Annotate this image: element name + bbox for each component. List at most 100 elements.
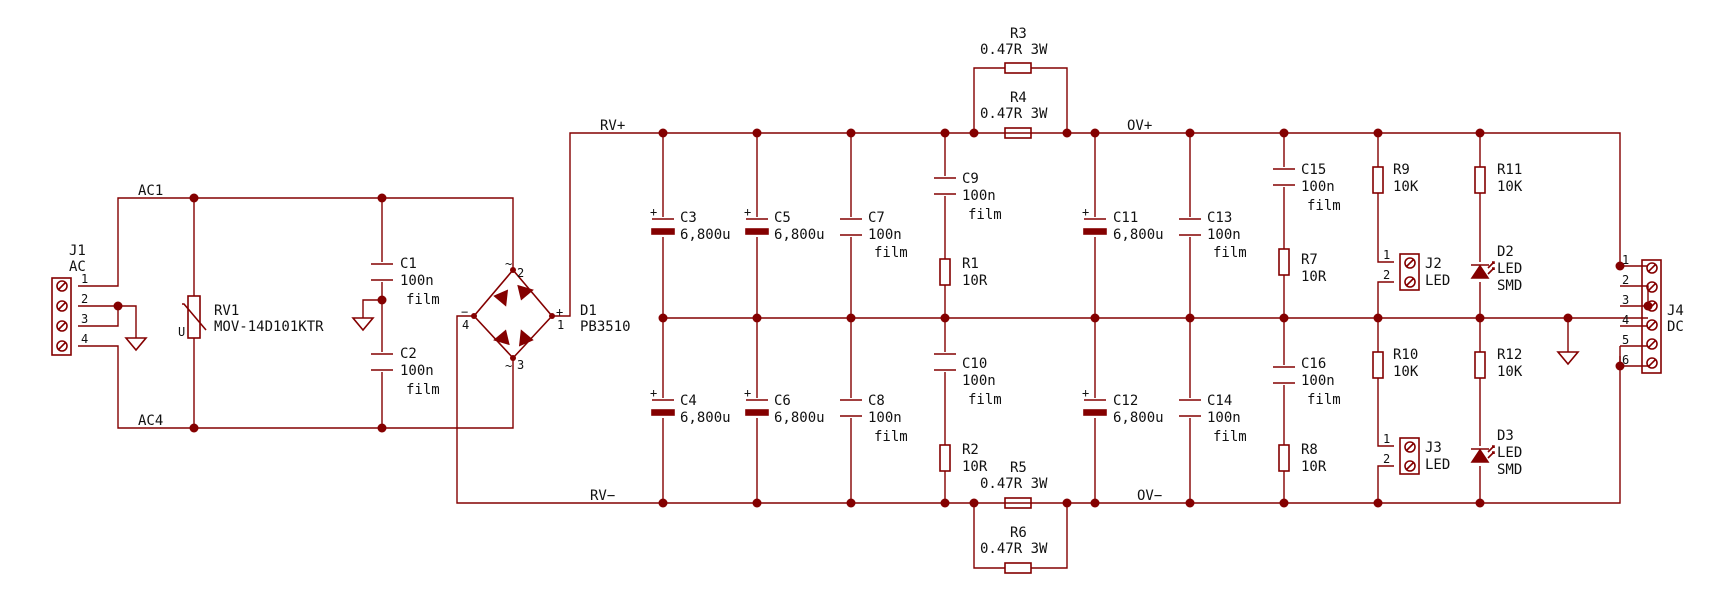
r5-ref: R5: [1010, 460, 1027, 476]
rv1-u-label: U: [178, 325, 185, 339]
wires: [78, 67, 1649, 569]
r1-ref: R1: [962, 256, 979, 272]
c15-value: 100n: [1301, 179, 1335, 195]
wire-r6-loop: [973, 503, 1068, 569]
screw-terminal-icon: [1646, 262, 1658, 369]
led-d3: D3 LED SMD: [1470, 428, 1522, 478]
capacitor-c2: C2 100n film: [371, 346, 440, 398]
capacitor-c8: C8 100n film: [840, 393, 908, 445]
c12-ref: C12: [1113, 393, 1138, 409]
connector-j2: 1 2 J2 LED: [1383, 248, 1450, 291]
capacitor-c12: + C12 6,800u: [1082, 386, 1164, 426]
r10-ref: R10: [1393, 347, 1418, 363]
c11-value: 6,800u: [1113, 227, 1164, 243]
c8-note: film: [874, 429, 908, 445]
d1-pin-minus: −: [461, 305, 468, 319]
j1-ref: J1: [69, 243, 86, 259]
wire-rv-plus-out: [552, 132, 1621, 317]
c4-value: 6,800u: [680, 410, 731, 426]
wire-r3-loop: [973, 67, 1068, 133]
j4-pin-3: 3: [1622, 293, 1629, 307]
c9-ref: C9: [962, 171, 979, 187]
c16-value: 100n: [1301, 373, 1335, 389]
ground-icon: [124, 337, 148, 352]
d1-pin-1: 1: [557, 318, 564, 332]
j4-pin-4: 4: [1622, 313, 1629, 327]
c16-ref: C16: [1301, 356, 1326, 372]
d1-ref: D1: [580, 303, 597, 319]
d1-pin-tilde-bottom: ~: [505, 359, 512, 373]
r8-value: 10R: [1301, 459, 1327, 475]
r9-ref: R9: [1393, 162, 1410, 178]
j1-pin-1: 1: [81, 272, 88, 286]
d2-ref: D2: [1497, 244, 1514, 260]
polarity-plus-icon: +: [650, 386, 657, 400]
bridge-rectifier-d1: D1 PB3510 1 2 3 4 + ~ ~ −: [461, 257, 631, 373]
j4-pin-1: 1: [1622, 253, 1629, 267]
c9-note: film: [968, 207, 1002, 223]
screw-terminal-icon: [56, 280, 68, 352]
wire-j2-pin2: [1377, 281, 1394, 318]
j1-pin-2: 2: [81, 292, 88, 306]
net-label-rv-minus: RV−: [590, 488, 615, 504]
capacitor-c15: C15 100n film: [1273, 162, 1341, 214]
wire-r10-branch: [1377, 318, 1394, 447]
c16-note: film: [1307, 392, 1341, 408]
led-d2: D2 LED SMD: [1470, 244, 1522, 294]
j3-value: LED: [1425, 457, 1450, 473]
j4-pin-2: 2: [1622, 273, 1629, 287]
wire-r9-branch: [1377, 133, 1394, 263]
ground-icon: [1556, 351, 1580, 366]
r3-value: 0.47R 3W: [980, 42, 1048, 58]
r9-value: 10K: [1393, 179, 1419, 195]
resistor-r2: R2 10R: [939, 442, 988, 475]
c5-ref: C5: [774, 210, 791, 226]
r11-ref: R11: [1497, 162, 1522, 178]
r2-ref: R2: [962, 442, 979, 458]
led-icon: [1470, 264, 1490, 279]
net-label-ov-minus: OV−: [1137, 488, 1162, 504]
screw-terminal-icon: [1404, 257, 1416, 288]
c3-ref: C3: [680, 210, 697, 226]
c8-value: 100n: [868, 410, 902, 426]
d1-pin-2: 2: [517, 266, 524, 280]
r2-value: 10R: [962, 459, 988, 475]
r6-ref: R6: [1010, 525, 1027, 541]
connector-j4: 1 2 3 4 5 6 J4 DC: [1622, 253, 1684, 374]
polarity-plus-icon: +: [1082, 205, 1089, 219]
polarity-plus-icon: +: [650, 205, 657, 219]
c4-ref: C4: [680, 393, 697, 409]
c14-ref: C14: [1207, 393, 1232, 409]
wire-rv-minus-out: [456, 315, 1621, 504]
wire-c-mid-ground: [362, 299, 382, 318]
c12-value: 6,800u: [1113, 410, 1164, 426]
r4-ref: R4: [1010, 90, 1027, 106]
capacitor-c10: C10 100n film: [934, 353, 1002, 408]
d1-value: PB3510: [580, 319, 631, 335]
resistor-r9: R9 10K: [1372, 162, 1419, 195]
capacitor-c13: C13 100n film: [1179, 210, 1247, 261]
d1-pin-plus: +: [556, 305, 563, 319]
diode-icon: [493, 284, 534, 347]
d3-note: SMD: [1497, 462, 1522, 478]
wire-ac1: [78, 197, 514, 287]
j3-pin-2: 2: [1383, 452, 1390, 466]
c10-note: film: [968, 392, 1002, 408]
c10-ref: C10: [962, 356, 987, 372]
capacitor-c1: C1 100n film: [371, 256, 440, 308]
c2-ref: C2: [400, 346, 417, 362]
c5-value: 6,800u: [774, 227, 825, 243]
resistor-r8: R8 10R: [1278, 442, 1327, 475]
resistor-r1: R1 10R: [939, 256, 988, 289]
junctions: [113, 128, 1653, 508]
c6-value: 6,800u: [774, 410, 825, 426]
j4-pin-6: 6: [1622, 353, 1629, 367]
resistor-r7: R7 10R: [1278, 248, 1327, 285]
resistor-r3: R3 0.47R 3W: [980, 26, 1048, 74]
c9-value: 100n: [962, 188, 996, 204]
c13-value: 100n: [1207, 227, 1241, 243]
c15-note: film: [1307, 198, 1341, 214]
capacitor-c14: C14 100n film: [1179, 393, 1247, 445]
r3-ref: R3: [1010, 26, 1027, 42]
